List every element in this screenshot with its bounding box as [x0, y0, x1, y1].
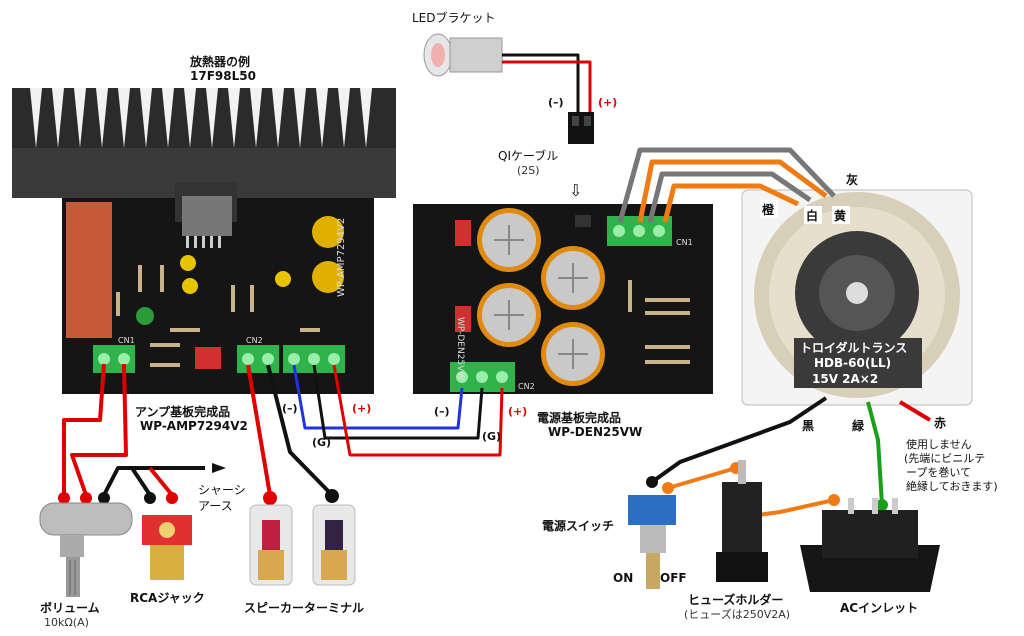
gray-wire-label: 灰 [846, 172, 858, 187]
qi-cable-sub-label: (2S) [517, 164, 540, 177]
heatsink-model-label: 17F98L50 [190, 69, 256, 83]
psu-neg-label: (–) [434, 405, 450, 418]
amp-cn2-terminal [237, 345, 279, 373]
psu-model-label: WP-DEN25VW [548, 425, 642, 439]
amp-cn1-terminal [93, 345, 135, 373]
orange-wire-label: 橙 [762, 202, 775, 217]
amp-neg-label: (–) [282, 402, 298, 415]
psu-cn1-label: CN1 [676, 238, 693, 247]
fuse-holder-label: ヒューズホルダー [688, 592, 783, 607]
psu-cn2-terminal [450, 362, 515, 392]
switch-off-label: OFF [660, 571, 687, 585]
volume-sub-label: 10kΩ(A) [44, 616, 89, 629]
chassis-ground-label-2: アース [198, 499, 233, 513]
unused-note-line4: 絶縁しておきます) [906, 479, 998, 493]
heatsink [12, 88, 396, 198]
amp-model-label: WP-AMP7294V2 [140, 419, 248, 433]
green-wire-label: 緑 [852, 418, 865, 433]
led-wires [502, 53, 592, 112]
speaker-terminal-black [312, 504, 356, 586]
power-switch [628, 495, 676, 589]
toroidal-label: トロイダルトランス [800, 340, 907, 355]
chassis-ground-label-1: シャーシ [198, 483, 246, 497]
psu-g-label: (G) [482, 430, 501, 443]
amp-g-label: (G) [312, 436, 331, 449]
qi-connector [568, 112, 594, 144]
led-bracket-label: LEDブラケット [412, 10, 496, 25]
chassis-ground-arrow [212, 463, 226, 473]
volume-pot [39, 502, 133, 597]
qi-neg-label: (–) [548, 96, 564, 109]
down-arrow-icon: ⇩ [569, 181, 582, 200]
toroidal-spec-label: 15V 2A×2 [812, 372, 878, 386]
signal-wires [62, 363, 334, 497]
red-wire-label: 赤 [934, 415, 946, 430]
black-wire-label: 黒 [802, 419, 814, 433]
amp-board-label: アンプ基板完成品 [135, 404, 230, 419]
qi-cable-label: QIケーブル [498, 148, 558, 163]
speaker-terminal-label: スピーカーターミナル [244, 601, 364, 615]
amp-pos-label: (+) [352, 402, 371, 415]
ac-inlet [800, 498, 940, 592]
fuse-holder [716, 460, 768, 582]
ac-inlet-label: ACインレット [840, 601, 918, 615]
unused-note-line2: (先端にビニルテ [904, 452, 985, 465]
amp-cn1-label: CN1 [118, 336, 135, 345]
psu-board: CN1 CN2 WP-DEN25VW [413, 204, 713, 394]
unused-note-line3: ープを巻いて [906, 466, 971, 479]
ac-wires [650, 396, 932, 520]
heatsink-label: 放熱器の例 [189, 54, 250, 69]
fuse-sub-label: (ヒューズは250V2A) [684, 607, 790, 621]
rca-jack [142, 515, 192, 580]
psu-silkscreen: WP-DEN25VW [455, 317, 465, 380]
volume-label: ボリューム [40, 600, 100, 615]
amp-cn2-label: CN2 [246, 336, 263, 345]
psu-cn2-label: CN2 [518, 382, 535, 391]
yellow-wire-label: 黄 [834, 208, 846, 223]
amp-silkscreen: WP-AMP7294V2 [336, 218, 347, 297]
psu-board-label: 電源基板完成品 [537, 410, 621, 425]
unused-note-line1: 使用しません [906, 438, 972, 451]
qi-pos-label: (+) [598, 96, 617, 109]
psu-pos-label: (+) [508, 405, 527, 418]
led-bracket [423, 33, 503, 77]
amp-board: WP-AMP7294V2 CN1 CN2 [62, 182, 374, 394]
toroidal-model-label: HDB-60(LL) [814, 356, 891, 370]
white-wire-label: 白 [806, 208, 818, 223]
rca-jack-label: RCAジャック [130, 591, 205, 605]
switch-on-label: ON [613, 571, 633, 585]
dc-wires [292, 364, 504, 457]
speaker-terminal-red [249, 504, 293, 586]
power-switch-label: 電源スイッチ [542, 518, 614, 533]
secondary-wires [617, 147, 836, 223]
